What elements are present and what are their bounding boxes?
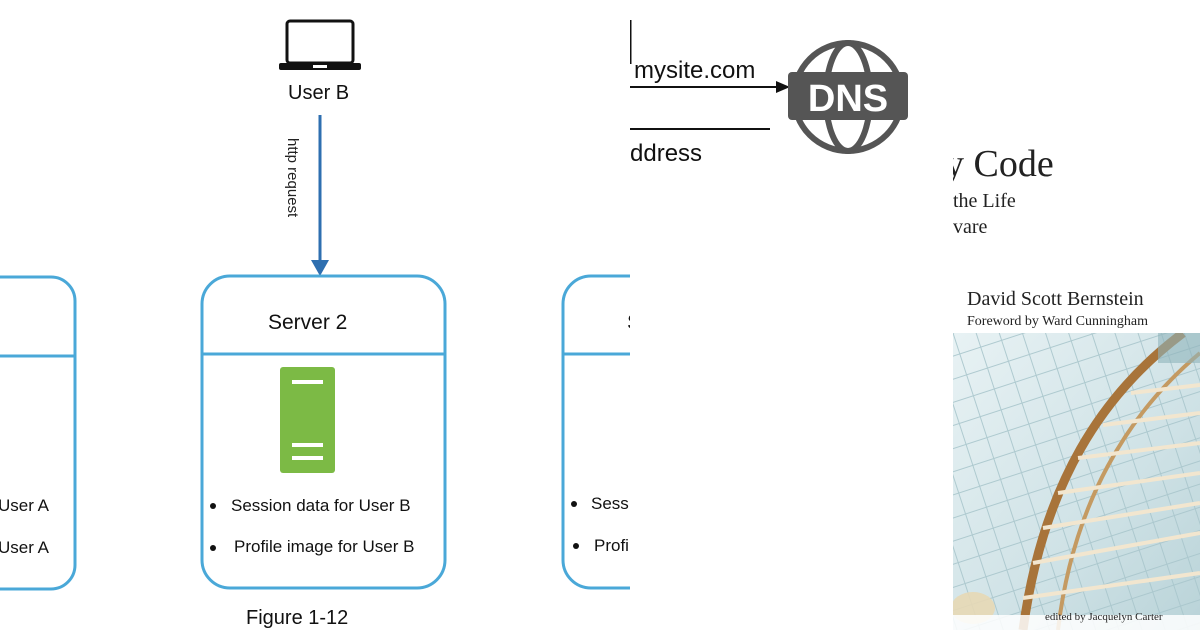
domain-label: mysite.com: [634, 57, 756, 84]
book-cover-panel: y Code the Life vare David Scott Bernste…: [953, 0, 1200, 630]
right-bullet-2: Profi: [594, 536, 629, 555]
dns-panel: DNS mysite.com ddress: [630, 0, 953, 630]
right-server-title: S: [627, 311, 630, 335]
book-foreword: Foreword by Ward Cunningham: [967, 314, 1148, 329]
book-subtitle-line-1: the Life: [953, 190, 1016, 212]
dns-globe-icon: [788, 40, 908, 154]
left-bullet-2: User A: [0, 538, 50, 557]
book-subtitle-line-2: vare: [953, 216, 988, 238]
right-bullet-1: Sess: [591, 494, 629, 513]
center-bullet-2: Profile image for User B: [234, 537, 415, 556]
left-bullet-1: User A: [0, 496, 50, 515]
server-box-left: [0, 275, 77, 591]
book-author: David Scott Bernstein: [967, 288, 1144, 310]
server-box-right: [561, 274, 630, 590]
dns-canvas: DNS: [630, 20, 908, 154]
user-label: User B: [288, 82, 350, 104]
request-arrow: [630, 81, 790, 93]
request-arrow: [311, 115, 329, 276]
address-label: ddress: [630, 140, 703, 167]
figure-caption: Figure 1-12: [246, 607, 349, 629]
server-diagram-panel: User B http request Server 2 S User A Us…: [0, 19, 630, 629]
server-title: Server 2: [268, 311, 348, 334]
bullet-dots: [210, 501, 579, 551]
laptop-icon: [279, 19, 361, 70]
server-box-center: [200, 274, 447, 590]
arrow-label: http request: [284, 138, 301, 218]
server-icon: [280, 367, 335, 473]
cover-photo: [953, 333, 1200, 630]
diagram-canvas: [0, 19, 630, 591]
book-editor: edited by Jacquelyn Carter: [1045, 611, 1163, 623]
center-bullet-1: Session data for User B: [231, 496, 411, 515]
dns-icon-text: DNS: [808, 78, 888, 120]
book-title: y Code: [953, 143, 1054, 185]
